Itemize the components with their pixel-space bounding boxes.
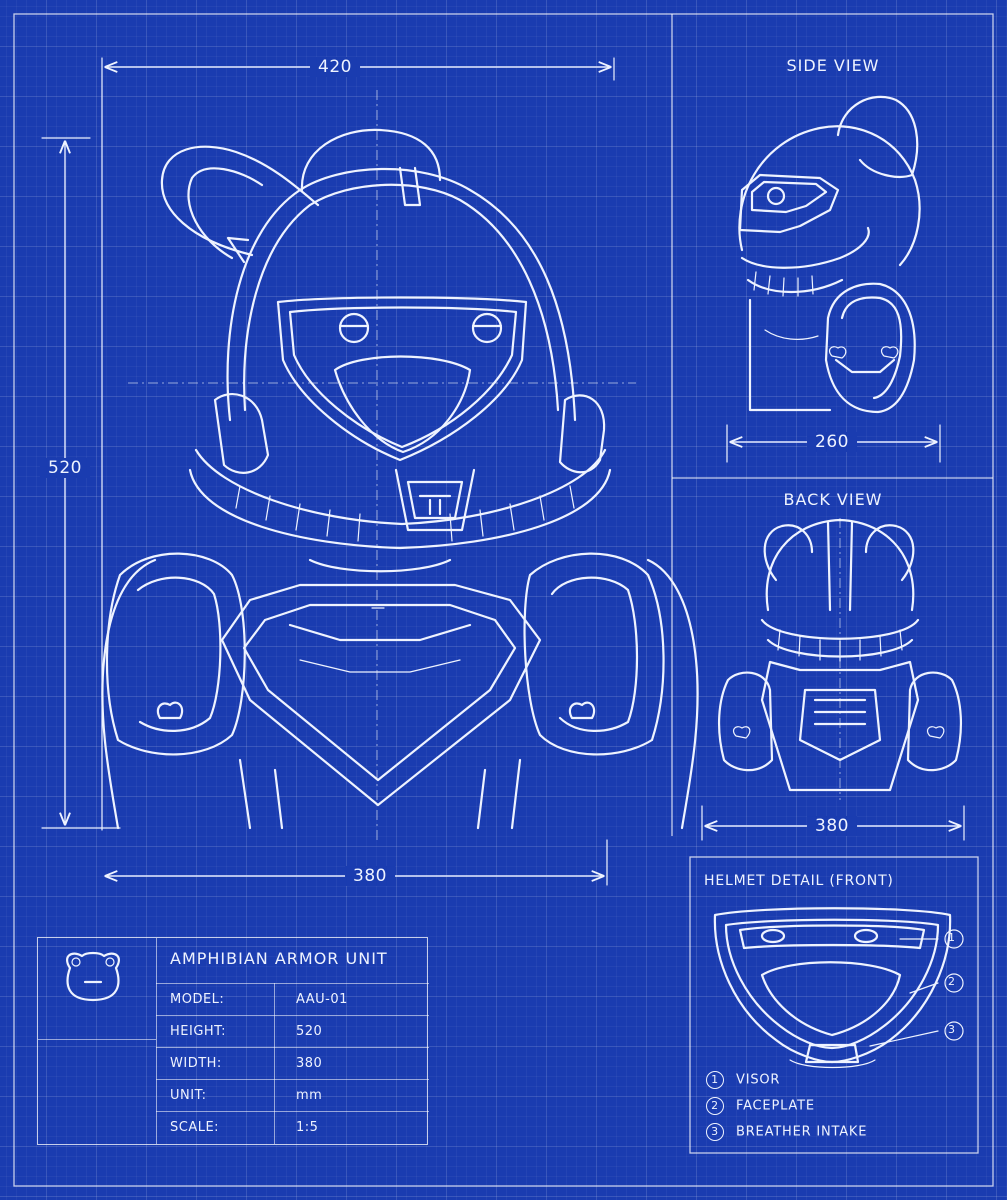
title-block-divider	[156, 1111, 429, 1112]
sheet-border	[13, 13, 994, 1187]
row-value-model: AAU-01	[296, 992, 348, 1007]
title-block-divider	[156, 938, 157, 1144]
callout-number-1: 1	[948, 931, 955, 944]
row-value-scale: 1:5	[296, 1120, 319, 1135]
callout-number-2: 2	[948, 975, 955, 988]
row-label-width: WIDTH:	[170, 1056, 222, 1071]
title-block-divider	[156, 1047, 429, 1048]
row-label-height: HEIGHT:	[170, 1024, 227, 1039]
legend-number: 1	[706, 1071, 724, 1089]
callout-number-3: 3	[948, 1023, 955, 1036]
legend-label: FACEPLATE	[736, 1098, 815, 1114]
main-view-dimensions	[41, 57, 615, 886]
row-label-model: MODEL:	[170, 992, 225, 1007]
row-label-scale: SCALE:	[170, 1120, 220, 1135]
dim-bottom-label: 380	[345, 866, 395, 886]
back-view-drawing	[701, 518, 965, 841]
row-value-unit: mm	[296, 1088, 323, 1103]
side-view-drawing	[726, 95, 941, 463]
title-block-divider	[38, 1039, 156, 1040]
legend-label: BREATHER INTAKE	[736, 1124, 868, 1140]
unit-name: AMPHIBIAN ARMOR UNIT	[170, 949, 388, 968]
row-value-height: 520	[296, 1024, 323, 1039]
back-view-title: BACK VIEW	[783, 490, 883, 509]
back-view-dim-label: 380	[807, 816, 857, 836]
helmet-detail-title: HELMET DETAIL (FRONT)	[704, 873, 894, 889]
row-label-unit: UNIT:	[170, 1088, 207, 1103]
title-block: AMPHIBIAN ARMOR UNIT MODEL: AAU-01 HEIGH…	[37, 937, 429, 1145]
legend-number: 3	[706, 1123, 724, 1141]
title-block-divider	[156, 1015, 429, 1016]
legend-label: VISOR	[736, 1072, 781, 1088]
dim-left-label: 520	[40, 458, 90, 478]
title-block-divider	[156, 983, 429, 984]
title-block-divider	[156, 1079, 429, 1080]
helmet-detail-drawing	[713, 907, 964, 1069]
main-figure-drawing	[101, 128, 699, 830]
title-block-divider	[274, 983, 275, 1144]
legend-item-breather-intake: 3 BREATHER INTAKE	[706, 1123, 867, 1141]
dim-top-label: 420	[310, 57, 360, 77]
helmet-detail-frame	[689, 856, 979, 1154]
frog-face-icon	[66, 951, 120, 1002]
side-view-dim-label: 260	[807, 432, 857, 452]
row-value-width: 380	[296, 1056, 323, 1071]
legend-item-faceplate: 2 FACEPLATE	[706, 1097, 815, 1115]
side-view-title: SIDE VIEW	[786, 56, 880, 75]
legend-item-visor: 1 VISOR	[706, 1071, 780, 1089]
legend-number: 2	[706, 1097, 724, 1115]
